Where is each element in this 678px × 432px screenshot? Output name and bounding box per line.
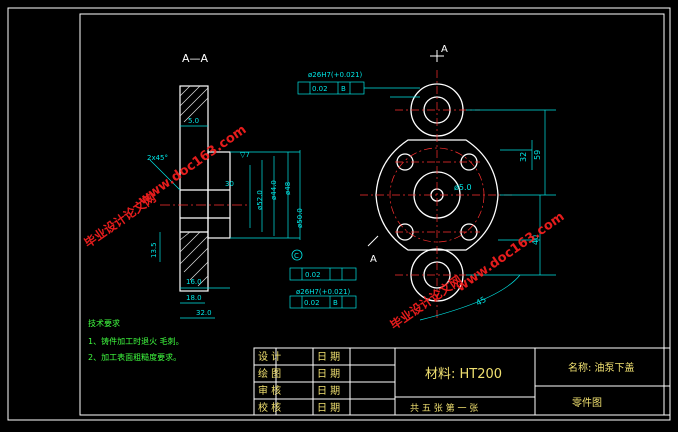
main-view: ø26H7(+0.021) 0.02 B ø26H7(+0.021) 0.02 …: [289, 44, 556, 321]
dim-roughness: ▽7: [240, 151, 250, 159]
view-arrow-a-left: A: [370, 254, 377, 265]
tb-date-2: 日 期: [317, 368, 340, 380]
dim-13-5: 13.5: [150, 242, 158, 258]
technical-notes: 技术要求 1、铸件加工时退火 毛刺。 2、加工表面粗糙度要求。: [88, 318, 184, 362]
outer-border: [7, 7, 671, 421]
dim-32: 32.0: [196, 309, 212, 317]
section-label: A—A: [182, 52, 209, 65]
tb-date-4: 日 期: [317, 402, 340, 414]
tol-top-label: ø26H7(+0.021): [308, 71, 363, 79]
notes-title: 技术要求: [88, 318, 120, 328]
dim-30: 30: [225, 180, 234, 188]
dim-18: 18.0: [186, 294, 202, 302]
tb-role-3: 审 核: [258, 384, 281, 397]
tb-role-1: 设 计: [258, 350, 281, 363]
watermark-brand-1: 毕业设计论文网: [81, 190, 158, 250]
title-block: 设 计 日 期 绘 图 日 期 审 核 日 期 校 核 日 期 材料: HT20…: [253, 347, 671, 416]
tol-top-ref: B: [341, 85, 346, 93]
dim-5: 5.0: [188, 117, 199, 125]
dim-48: ø48: [284, 182, 292, 195]
dim-chamfer: 2x45°: [147, 154, 168, 162]
tb-date-3: 日 期: [317, 385, 340, 397]
tb-material: 材料: HT200: [425, 367, 502, 382]
notes-line-1: 1、铸件加工时退火 毛刺。: [88, 336, 184, 346]
dim-40: 40: [531, 235, 540, 245]
tb-role-2: 绘 图: [258, 367, 281, 380]
dim-16: 16.0: [186, 278, 202, 286]
dim-45: 45: [475, 295, 488, 308]
tb-role-4: 校 核: [258, 401, 281, 414]
notes-line-2: 2、加工表面粗糙度要求。: [88, 352, 181, 362]
tb-date-1: 日 期: [317, 351, 340, 363]
tol-bottom-label: ø26H7(+0.021): [296, 288, 351, 296]
tol-top-value: 0.02: [312, 85, 328, 93]
tol-mid-value: 0.02: [305, 271, 321, 279]
dim-bore: ø5.0: [454, 183, 472, 192]
tb-sheet: 共 五 张 第 一 张: [410, 402, 478, 414]
dim-59: 59: [533, 150, 542, 160]
view-arrow-a-top: A: [441, 44, 448, 55]
tol-bottom-value: 0.02: [304, 299, 320, 307]
dim-52: ø52.0: [256, 190, 264, 210]
tb-part-name: 名称: 油泵下盖: [568, 361, 635, 374]
section-view: A—A: [147, 52, 304, 319]
dim-50: ø50.0: [296, 208, 304, 228]
tb-drawing-type: 零件图: [572, 397, 602, 409]
tol-bottom-ref: B: [333, 299, 338, 307]
dim-side-32: 32: [519, 152, 528, 162]
svg-text:C: C: [294, 252, 299, 260]
dim-44: ø44.0: [270, 180, 278, 200]
watermark-site-2: www.doc163.com: [454, 209, 568, 295]
